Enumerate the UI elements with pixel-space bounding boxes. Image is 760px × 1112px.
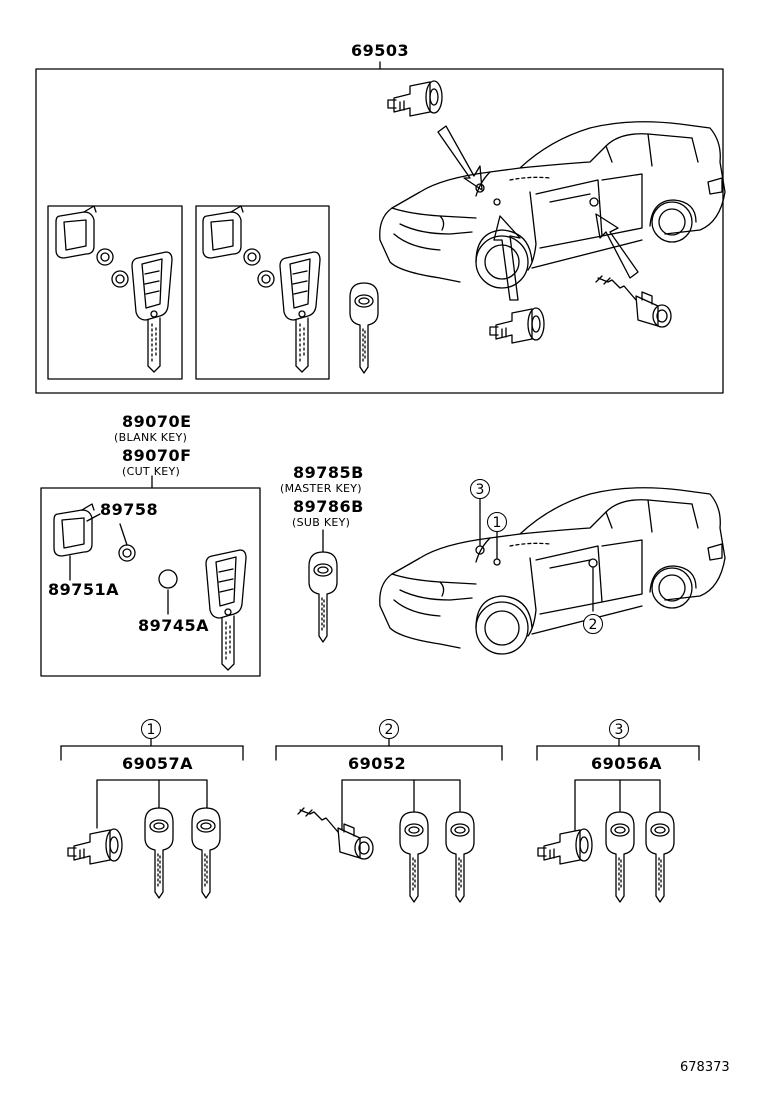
set-callout-3: 3 — [609, 719, 629, 739]
set-callout-1: 1 — [141, 719, 161, 739]
car-callout-1: 1 — [487, 512, 507, 532]
part-label-89758: 89758 — [100, 500, 159, 519]
set-2-part-number: 69052 — [348, 754, 407, 773]
set-1-part-number: 69057A — [122, 754, 194, 773]
master-key-part-number: 89785B — [293, 463, 364, 482]
set-callout-2: 2 — [379, 719, 399, 739]
car-callout-3: 3 — [470, 479, 490, 499]
car-callout-2: 2 — [583, 614, 603, 634]
blank-key-part-number: 89070E — [122, 412, 192, 431]
sub-key-description: (SUB KEY) — [292, 516, 351, 529]
cut-key-part-number: 89070F — [122, 446, 192, 465]
battery-part-number: 89745A — [138, 616, 210, 635]
master-key-description: (MASTER KEY) — [280, 482, 362, 495]
cut-key-description: (CUT KEY) — [122, 465, 181, 478]
figure-reference-number: 678373 — [680, 1060, 730, 1075]
key-case-part-number: 89751A — [48, 580, 120, 599]
blank-key-description: (BLANK KEY) — [114, 431, 188, 444]
set-3-part-number: 69056A — [591, 754, 663, 773]
assembly-part-number: 69503 — [351, 41, 410, 60]
sub-key-part-number: 89786B — [293, 497, 364, 516]
